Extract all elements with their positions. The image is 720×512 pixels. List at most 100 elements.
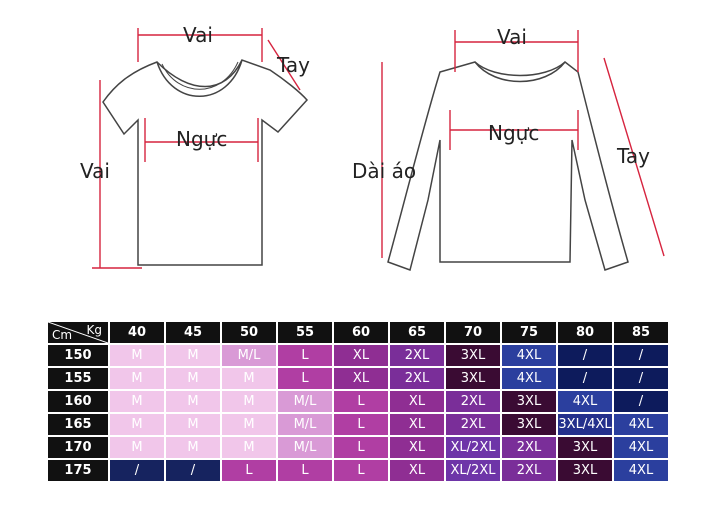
size-cell: L — [334, 437, 388, 458]
size-cell: / — [558, 368, 612, 389]
size-cell: M — [110, 345, 164, 366]
size-cell: 4XL — [614, 437, 668, 458]
tshirt-shoulder-label: Vai — [183, 23, 213, 47]
size-cell: 2XL — [390, 368, 444, 389]
size-cell: L — [222, 460, 276, 481]
size-cell: / — [614, 391, 668, 412]
size-cell: XL/2XL — [446, 460, 500, 481]
size-cell: M — [166, 368, 220, 389]
weight-header-65: 65 — [390, 322, 444, 343]
size-cell: XL — [390, 460, 444, 481]
height-axis-label: Cm — [52, 328, 73, 342]
height-header-165: 165 — [48, 414, 108, 435]
size-cell: 4XL — [502, 368, 556, 389]
size-cell: 4XL — [558, 391, 612, 412]
longsleeve-measure-lines — [381, 30, 665, 258]
size-cell: M — [166, 345, 220, 366]
size-cell: 3XL — [502, 391, 556, 412]
size-cell: / — [166, 460, 220, 481]
size-cell: M — [166, 437, 220, 458]
longsleeve-outline — [387, 61, 629, 271]
height-header-160: 160 — [48, 391, 108, 412]
longsleeve-collar — [474, 61, 566, 83]
size-cell: L — [334, 460, 388, 481]
longsleeve-chest-label: Ngực — [488, 121, 539, 145]
weight-header-85: 85 — [614, 322, 668, 343]
size-cell: 3XL — [446, 368, 500, 389]
size-cell: / — [110, 460, 164, 481]
longsleeve-diagram — [387, 61, 629, 271]
size-cell: M/L — [278, 414, 332, 435]
measurement-illustration: Vai Tay Ngực Vai Vai Tay Ngực Dài áo — [80, 23, 665, 271]
weight-header-50: 50 — [222, 322, 276, 343]
size-cell: M/L — [278, 391, 332, 412]
size-cell: XL — [390, 414, 444, 435]
size-cell: M — [110, 437, 164, 458]
height-header-170: 170 — [48, 437, 108, 458]
size-cell: 4XL — [614, 460, 668, 481]
size-cell: XL/2XL — [446, 437, 500, 458]
tshirt-chest-label: Ngực — [176, 127, 227, 151]
size-cell: M — [222, 414, 276, 435]
weight-header-70: 70 — [446, 322, 500, 343]
size-cell: / — [614, 368, 668, 389]
tshirt-outline — [102, 59, 309, 266]
size-cell: 2XL — [390, 345, 444, 366]
weight-header-75: 75 — [502, 322, 556, 343]
size-cell: 3XL — [558, 460, 612, 481]
weight-axis-label: Kg — [86, 323, 103, 337]
tshirt-sleeve-label: Tay — [276, 53, 310, 77]
tshirt-diagram — [102, 59, 309, 266]
longsleeve-shoulder-label: Vai — [497, 25, 527, 49]
longsleeve-length-label: Dài áo — [352, 159, 416, 183]
size-cell: M — [110, 368, 164, 389]
size-cell: M — [166, 391, 220, 412]
height-header-155: 155 — [48, 368, 108, 389]
size-cell: 3XL — [558, 437, 612, 458]
size-cell: / — [614, 345, 668, 366]
size-cell: XL — [390, 391, 444, 412]
size-cell: 3XL — [502, 414, 556, 435]
size-cell: L — [278, 460, 332, 481]
size-cell: 2XL — [502, 437, 556, 458]
size-cell: 4XL — [502, 345, 556, 366]
size-cell: M — [222, 391, 276, 412]
weight-header-55: 55 — [278, 322, 332, 343]
height-header-175: 175 — [48, 460, 108, 481]
size-cell: 3XL/4XL — [558, 414, 612, 435]
tshirt-length-label: Vai — [80, 159, 110, 183]
size-cell: M/L — [222, 345, 276, 366]
longsleeve-sleeve-label: Tay — [616, 144, 650, 168]
size-cell: 3XL — [446, 345, 500, 366]
size-cell: M/L — [278, 437, 332, 458]
weight-header-80: 80 — [558, 322, 612, 343]
garment-diagrams: Vai Tay Ngực Vai Vai Tay Ngực Dài áo — [80, 23, 665, 271]
size-cell: 2XL — [446, 391, 500, 412]
weight-header-60: 60 — [334, 322, 388, 343]
size-cell: M — [110, 414, 164, 435]
size-cell: M — [166, 414, 220, 435]
size-cell: L — [278, 368, 332, 389]
size-cell: L — [334, 414, 388, 435]
tshirt-collar — [156, 59, 243, 97]
size-cell: XL — [334, 345, 388, 366]
table-corner-cell: Kg Cm — [48, 322, 108, 343]
weight-header-45: 45 — [166, 322, 220, 343]
size-cell: M — [222, 437, 276, 458]
size-cell: XL — [334, 368, 388, 389]
size-cell: 4XL — [614, 414, 668, 435]
size-cell: XL — [390, 437, 444, 458]
size-cell: L — [334, 391, 388, 412]
size-cell: 2XL — [446, 414, 500, 435]
height-header-150: 150 — [48, 345, 108, 366]
size-cell: 2XL — [502, 460, 556, 481]
size-cell: M — [110, 391, 164, 412]
